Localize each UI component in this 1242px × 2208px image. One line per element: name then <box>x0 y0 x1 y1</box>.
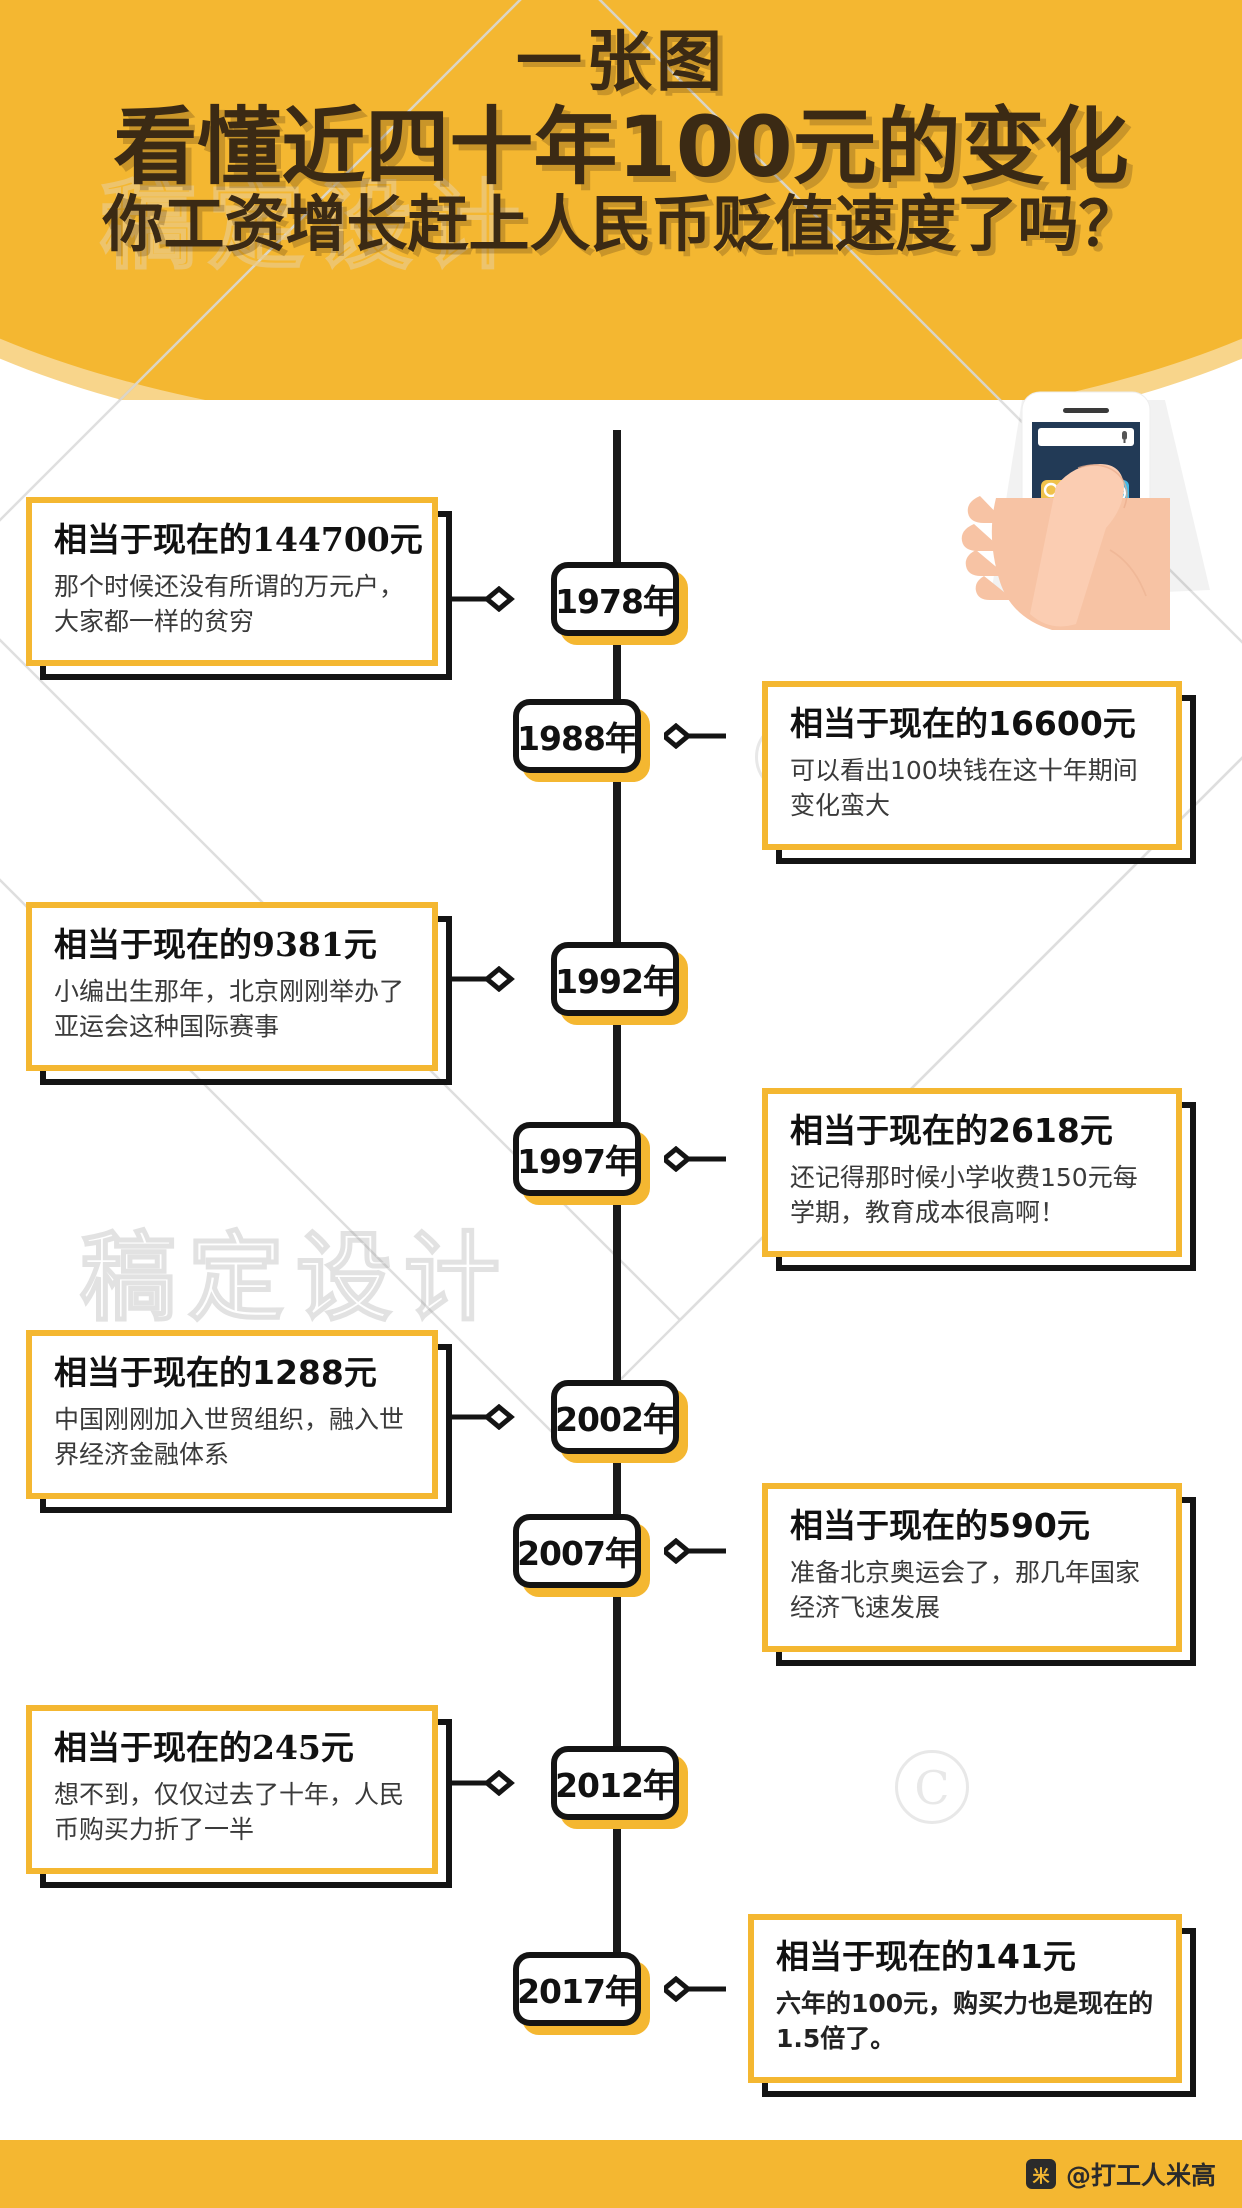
card-body: 相当于现在的1288元 中国刚刚加入世贸组织，融入世界经济金融体系 <box>26 1330 438 1499</box>
year-badge-box: 1978年 <box>551 562 679 636</box>
info-card: 相当于现在的245元 想不到，仅仅过去了十年，人民币购买力折了一半 <box>26 1705 452 1888</box>
card-amount: 相当于现在的245元 <box>54 1728 354 1767</box>
connector-right <box>664 723 726 749</box>
card-description: 那个时候还没有所谓的万元户，大家都一样的贫穷 <box>54 571 405 637</box>
year-badge: 1997年 <box>513 1122 650 1205</box>
info-card: 相当于现在的144700元 那个时候还没有所谓的万元户，大家都一样的贫穷 <box>26 497 452 680</box>
year-badge-box: 1988年 <box>513 699 641 773</box>
info-card: 相当于现在的141元 六年的100元，购买力也是现在的1.5倍了。 <box>748 1914 1196 2097</box>
card-body: 相当于现在的16600元 可以看出100块钱在这十年期间变化蛮大 <box>762 681 1182 850</box>
info-card: 相当于现在的16600元 可以看出100块钱在这十年期间变化蛮大 <box>762 681 1196 864</box>
card-description: 可以看出100块钱在这十年期间变化蛮大 <box>790 755 1138 821</box>
connector-right <box>664 1146 726 1172</box>
logo-icon: 米 <box>1025 2159 1056 2189</box>
year-badge: 2007年 <box>513 1514 650 1597</box>
card-body: 相当于现在的144700元 那个时候还没有所谓的万元户，大家都一样的贫穷 <box>26 497 438 666</box>
info-card: 相当于现在的1288元 中国刚刚加入世贸组织，融入世界经济金融体系 <box>26 1330 452 1513</box>
card-description: 小编出生那年，北京刚刚举办了亚运会这种国际赛事 <box>54 976 405 1042</box>
year-label: 2002年 <box>555 1400 676 1439</box>
year-badge-box: 2017年 <box>513 1952 641 2026</box>
card-amount: 相当于现在的144700元 <box>54 520 423 559</box>
page-title-line2: 看懂近四十年100元的变化 <box>113 98 1129 197</box>
connector-left <box>452 1770 515 1796</box>
connector-right <box>664 1976 726 2002</box>
card-amount: 相当于现在的16600元 <box>790 704 1136 743</box>
footer-handle: @打工人米高 <box>1065 2161 1216 2190</box>
year-label: 1978年 <box>555 582 676 621</box>
card-description: 还记得那时候小学收费150元每学期，教育成本很高啊！ <box>790 1162 1138 1228</box>
year-badge: 1988年 <box>513 699 650 782</box>
page-footer: 米 @打工人米高 <box>0 2140 1242 2208</box>
year-badge-box: 2012年 <box>551 1746 679 1820</box>
year-badge: 1992年 <box>551 942 688 1025</box>
year-badge-box: 1992年 <box>551 942 679 1016</box>
card-amount: 相当于现在的9381元 <box>54 925 377 964</box>
year-label: 1992年 <box>555 962 676 1001</box>
copyright-watermark-bottom: C <box>895 1750 969 1824</box>
year-badge-box: 1997年 <box>513 1122 641 1196</box>
connector-left <box>452 1404 515 1430</box>
year-badge: 2002年 <box>551 1380 688 1463</box>
year-badge: 1978年 <box>551 562 688 645</box>
year-label: 2017年 <box>517 1972 638 2011</box>
year-label: 1988年 <box>517 719 638 758</box>
info-card: 相当于现在的9381元 小编出生那年，北京刚刚举办了亚运会这种国际赛事 <box>26 902 452 1085</box>
card-description: 中国刚刚加入世贸组织，融入世界经济金融体系 <box>54 1404 405 1470</box>
card-body: 相当于现在的9381元 小编出生那年，北京刚刚举办了亚运会这种国际赛事 <box>26 902 438 1071</box>
year-badge-box: 2002年 <box>551 1380 679 1454</box>
year-label: 2007年 <box>517 1534 638 1573</box>
page-title-line1: 一张图 <box>516 23 726 100</box>
info-card: 相当于现在的590元 准备北京奥运会了，那几年国家经济飞速发展 <box>762 1483 1196 1666</box>
card-body: 相当于现在的590元 准备北京奥运会了，那几年国家经济飞速发展 <box>762 1483 1182 1652</box>
card-body: 相当于现在的2618元 还记得那时候小学收费150元每学期，教育成本很高啊！ <box>762 1088 1182 1257</box>
page-title-line3: 你工资增长赶上人民币贬值速度了吗？ <box>102 189 1140 261</box>
year-badge-box: 2007年 <box>513 1514 641 1588</box>
brand-watermark-middle: 稿定设计 <box>79 1221 512 1335</box>
phone-in-hand-illustration <box>961 391 1210 630</box>
year-badge: 2017年 <box>513 1952 650 2035</box>
card-amount: 相当于现在的141元 <box>776 1937 1076 1976</box>
card-amount: 相当于现在的2618元 <box>790 1111 1113 1150</box>
connector-left <box>452 966 515 992</box>
year-badge: 2012年 <box>551 1746 688 1829</box>
card-amount: 相当于现在的1288元 <box>54 1353 377 1392</box>
card-body: 相当于现在的141元 六年的100元，购买力也是现在的1.5倍了。 <box>748 1914 1182 2083</box>
connector-left <box>452 586 515 612</box>
info-card: 相当于现在的2618元 还记得那时候小学收费150元每学期，教育成本很高啊！ <box>762 1088 1196 1271</box>
connector-right <box>664 1538 726 1564</box>
card-amount: 相当于现在的590元 <box>790 1506 1090 1545</box>
title-block: 一张图 看懂近四十年100元的变化 你工资增长赶上人民币贬值速度了吗？ <box>0 0 1242 258</box>
year-label: 2012年 <box>555 1766 676 1805</box>
card-description: 六年的100元，购买力也是现在的1.5倍了。 <box>776 1988 1154 2054</box>
card-body: 相当于现在的245元 想不到，仅仅过去了十年，人民币购买力折了一半 <box>26 1705 438 1874</box>
card-description: 想不到，仅仅过去了十年，人民币购买力折了一半 <box>54 1779 405 1845</box>
card-description: 准备北京奥运会了，那几年国家经济飞速发展 <box>790 1557 1141 1623</box>
year-label: 1997年 <box>517 1142 638 1181</box>
